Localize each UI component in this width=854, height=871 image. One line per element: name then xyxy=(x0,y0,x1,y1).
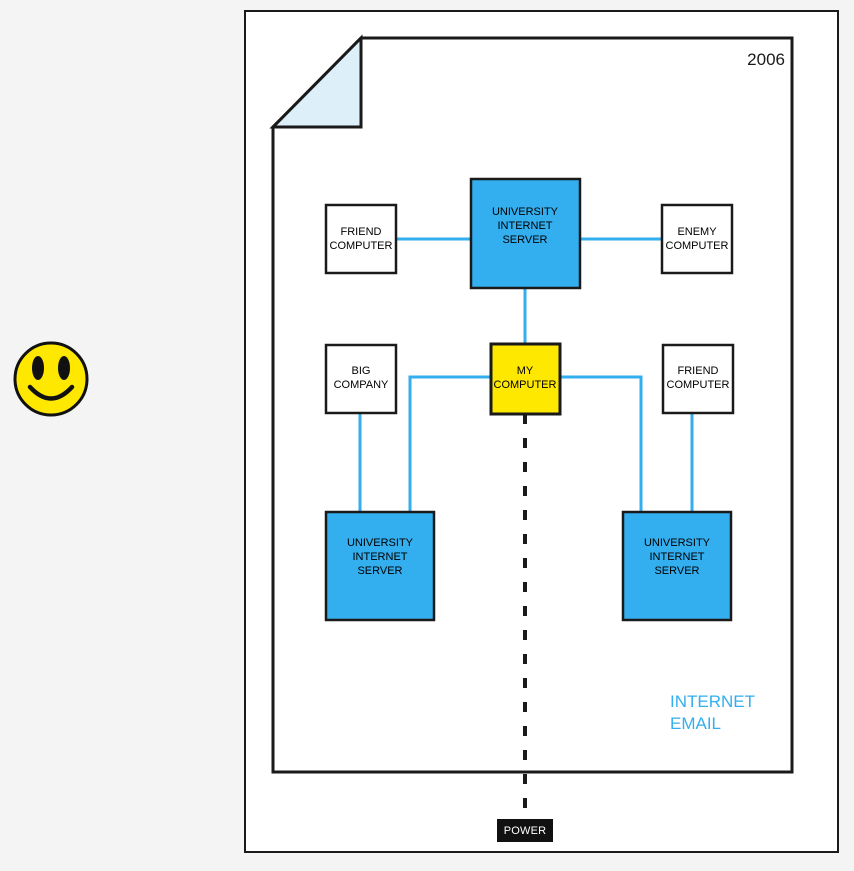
node-university-internet-server-bottom-left[interactable]: UNIVERSITY INTERNET SERVER xyxy=(324,510,436,622)
legend-line-1: INTERNET xyxy=(670,692,755,711)
legend-internet-email: INTERNET EMAIL xyxy=(670,692,755,733)
node-box[interactable] xyxy=(324,510,436,622)
node-label-line-1: FRIEND xyxy=(341,226,382,238)
node-label-line-3: SERVER xyxy=(654,565,699,577)
link-my-computer-to-server-bottom-left xyxy=(408,375,491,512)
node-label-line-1: ENEMY xyxy=(677,226,717,238)
node-label-line-1: UNIVERSITY xyxy=(492,206,559,218)
node-label-line-2: COMPUTER xyxy=(666,240,729,252)
node-box[interactable] xyxy=(324,343,398,415)
node-box[interactable] xyxy=(660,203,734,275)
node-label-line-2: INTERNET xyxy=(498,220,553,232)
node-friend-computer-top-left[interactable]: FRIEND COMPUTER xyxy=(324,203,398,275)
node-label-line-2: COMPANY xyxy=(334,379,389,391)
node-label-line-1: UNIVERSITY xyxy=(644,537,711,549)
node-label-line-2: COMPUTER xyxy=(494,379,557,391)
year-label: 2006 xyxy=(747,50,785,69)
node-friend-computer-middle-right[interactable]: FRIEND COMPUTER xyxy=(661,343,735,415)
node-university-internet-server-bottom-right[interactable]: UNIVERSITY INTERNET SERVER xyxy=(621,510,733,622)
node-label-line-1: MY xyxy=(517,365,534,377)
node-label-line-2: INTERNET xyxy=(650,551,705,563)
node-box[interactable] xyxy=(469,177,582,290)
link-my-computer-to-server-bottom-right xyxy=(560,375,643,512)
node-label-line-1: FRIEND xyxy=(678,365,719,377)
node-label-line-3: SERVER xyxy=(357,565,402,577)
smiley-face-icon xyxy=(13,341,89,417)
node-box[interactable] xyxy=(324,203,398,275)
node-box[interactable] xyxy=(489,342,562,416)
power-badge-background[interactable] xyxy=(497,819,553,842)
node-big-company[interactable]: BIG COMPANY xyxy=(324,343,398,415)
node-enemy-computer[interactable]: ENEMY COMPUTER xyxy=(660,203,734,275)
node-label-line-3: SERVER xyxy=(502,234,547,246)
connection-lines xyxy=(358,237,694,512)
page-fold-corner xyxy=(269,34,363,129)
node-label-line-1: UNIVERSITY xyxy=(347,537,414,549)
node-box[interactable] xyxy=(621,510,733,622)
power-badge-label: POWER xyxy=(504,825,547,837)
node-university-internet-server-top[interactable]: UNIVERSITY INTERNET SERVER xyxy=(469,177,582,290)
legend-line-2: EMAIL xyxy=(670,714,721,733)
node-label-line-2: COMPUTER xyxy=(330,240,393,252)
power-badge[interactable]: POWER xyxy=(497,819,553,842)
node-label-line-1: BIG xyxy=(352,365,371,377)
node-label-line-2: INTERNET xyxy=(353,551,408,563)
node-box[interactable] xyxy=(661,343,735,415)
node-my-computer[interactable]: MY COMPUTER xyxy=(489,342,562,416)
node-label-line-2: COMPUTER xyxy=(667,379,730,391)
